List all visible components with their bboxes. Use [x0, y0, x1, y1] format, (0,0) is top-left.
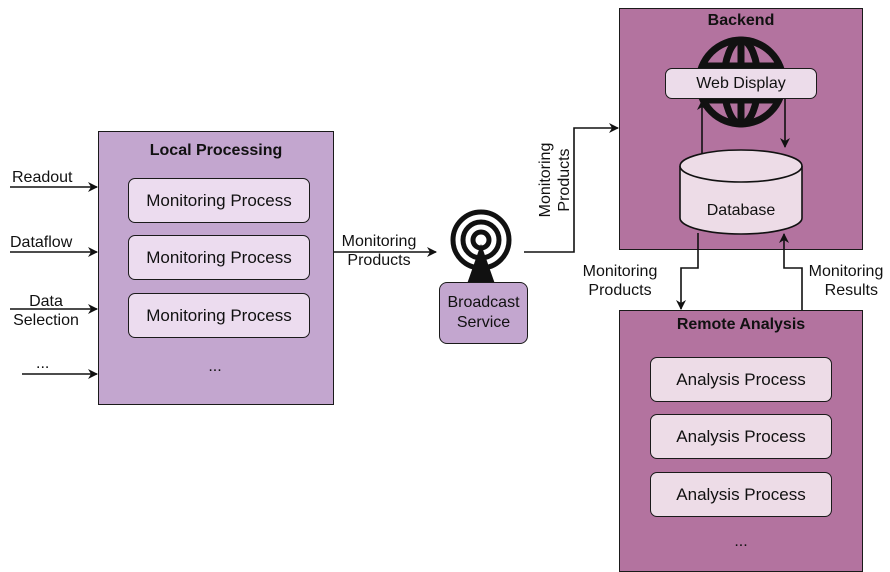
backend-to-remote-label: Monitoring Products	[574, 262, 666, 300]
web-display-box: Web Display	[665, 68, 817, 99]
data-selection-label-2: Selection	[13, 312, 79, 329]
edge-label-line: Monitoring	[582, 263, 658, 280]
database-icon	[679, 149, 803, 235]
more-inputs-label: ...	[36, 355, 50, 372]
broadcast-to-backend-label: Monitoring Products	[536, 125, 576, 235]
broadcast-service-label-1: Broadcast	[447, 294, 520, 311]
dataflow-label: Dataflow	[10, 234, 73, 251]
readout-label: Readout	[12, 169, 73, 186]
edge-label-line: Monitoring	[341, 233, 417, 250]
monitoring-process-box: Monitoring Process	[128, 235, 310, 280]
broadcast-antenna-icon	[450, 209, 512, 284]
edge-label-line: Products	[347, 252, 411, 269]
remote-more-ellipsis: ...	[734, 533, 748, 550]
broadcast-to-backend-arrow	[524, 123, 619, 253]
edge-label-line: Monitoring	[808, 263, 884, 280]
data-selection-label: Data Selection	[8, 292, 84, 330]
edge-label-line: Products	[588, 282, 652, 299]
analysis-process-box: Analysis Process	[650, 472, 832, 517]
remote-analysis-title: Remote Analysis	[676, 316, 806, 333]
remote-to-backend-label: Monitoring Results	[802, 262, 890, 300]
monitoring-process-box: Monitoring Process	[128, 178, 310, 223]
backend-title: Backend	[707, 12, 775, 29]
analysis-process-box: Analysis Process	[650, 414, 832, 459]
monitoring-process-box: Monitoring Process	[128, 293, 310, 338]
edge-label-line: Products	[556, 148, 573, 212]
backend-to-remote-arrow	[676, 233, 699, 310]
analysis-process-box: Analysis Process	[650, 357, 832, 402]
edge-label-line: Monitoring	[537, 142, 554, 218]
broadcast-service-label-2: Service	[456, 314, 511, 331]
remote-to-backend-arrow	[779, 233, 803, 310]
local-more-ellipsis: ...	[208, 358, 222, 375]
edge-label-line: Results	[824, 282, 878, 299]
local-processing-title: Local Processing	[149, 142, 283, 159]
database-label: Database	[706, 202, 776, 219]
local-to-broadcast-label: Monitoring Products	[336, 232, 422, 270]
data-selection-label-1: Data	[29, 293, 63, 310]
broadcast-service-box: Broadcast Service	[439, 282, 528, 344]
